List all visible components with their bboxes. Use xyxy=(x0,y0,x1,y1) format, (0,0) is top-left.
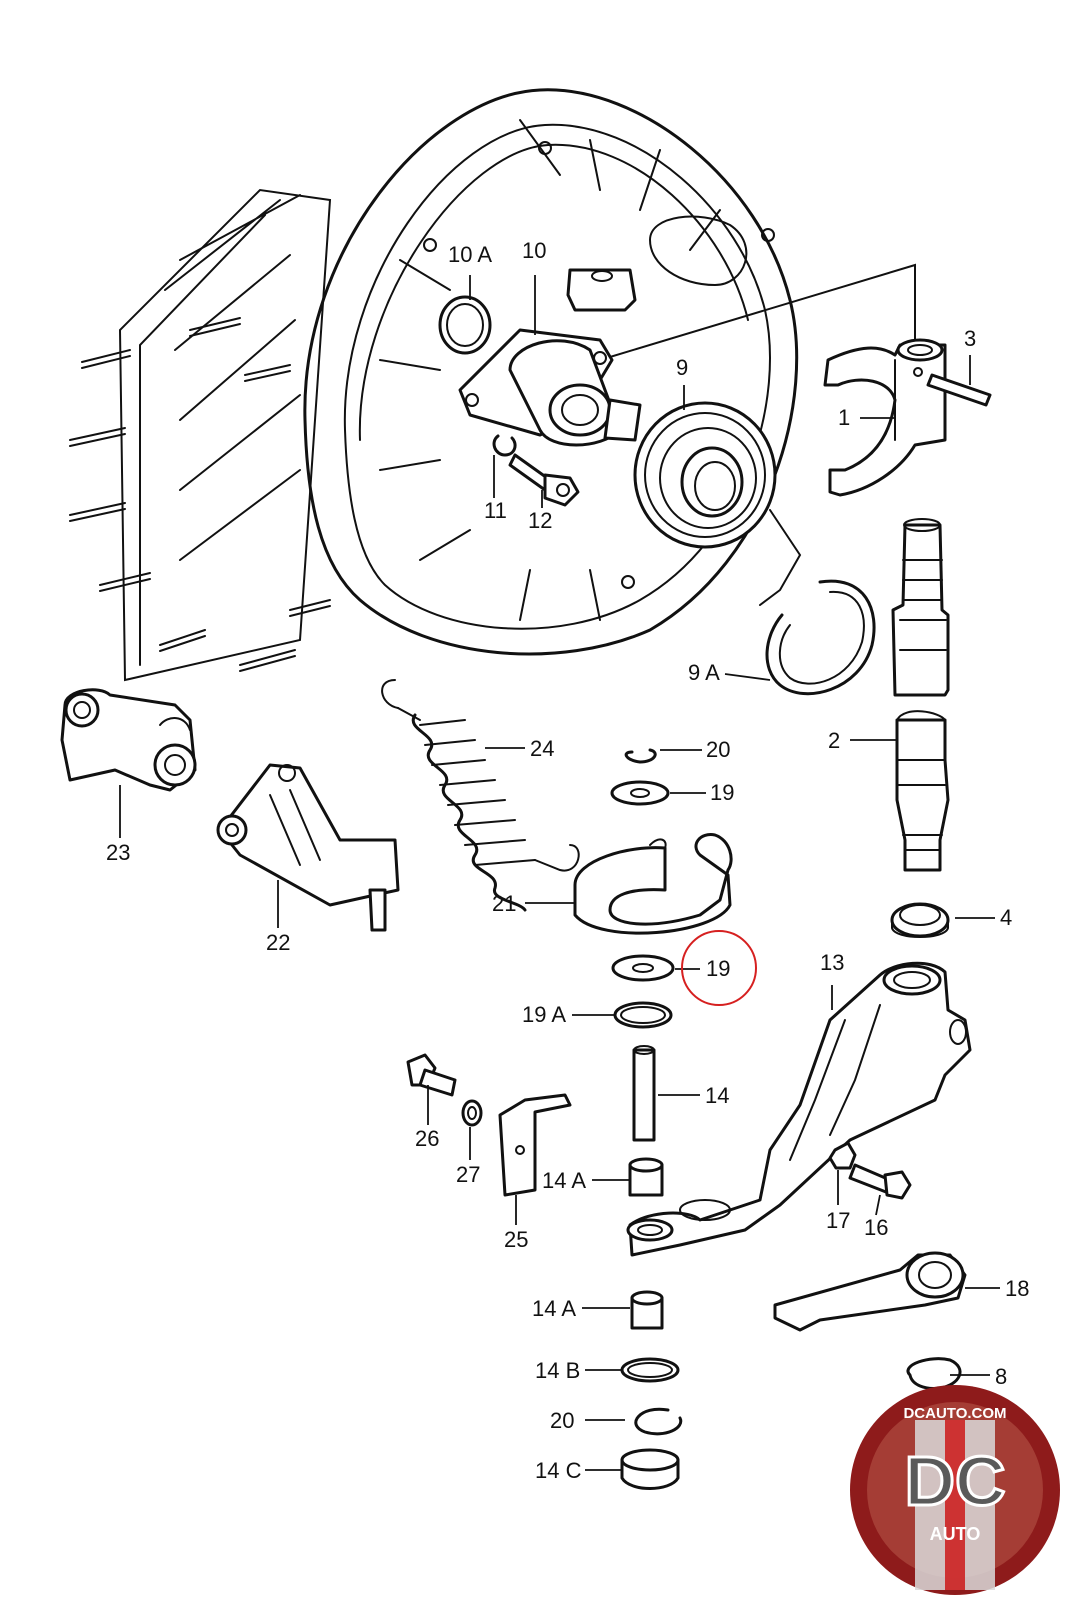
pin-3 xyxy=(926,373,992,407)
label-26: 26 xyxy=(415,1126,439,1151)
label-16: 16 xyxy=(864,1215,888,1240)
label-18: 18 xyxy=(1005,1276,1029,1301)
label-13: 13 xyxy=(820,950,844,975)
label-4: 4 xyxy=(1000,905,1012,930)
part-labels: 10 10 A 9 3 1 11 12 9 A 2 4 20 19 24 21 … xyxy=(106,238,1029,1483)
label-1: 1 xyxy=(838,405,850,430)
spring-plate-21 xyxy=(573,833,733,935)
sleeve-14c xyxy=(620,1448,680,1490)
lever-13 xyxy=(626,961,972,1257)
washer-19a xyxy=(610,780,670,806)
circlip-20a xyxy=(624,748,657,764)
pin-14 xyxy=(632,1045,656,1142)
logo-site-text: DCAUTO.COM xyxy=(903,1405,1006,1422)
guide-tube-10 xyxy=(458,328,642,447)
dcauto-logo: DCAUTO.COM DC AUTO xyxy=(850,1385,1060,1595)
label-9a: 9 A xyxy=(688,660,720,685)
clip-11 xyxy=(492,434,517,457)
label-20-upper: 20 xyxy=(706,737,730,762)
circlip-20b xyxy=(634,1407,683,1436)
label-23: 23 xyxy=(106,840,130,865)
lever-18 xyxy=(773,1251,967,1332)
label-14c: 14 C xyxy=(535,1458,582,1483)
circlip-8 xyxy=(906,1357,962,1390)
shaft-2 xyxy=(891,518,950,872)
label-3: 3 xyxy=(964,326,976,351)
label-21: 21 xyxy=(492,891,516,916)
bolt-12 xyxy=(508,453,580,507)
plate-25 xyxy=(498,1093,572,1197)
label-25: 25 xyxy=(504,1227,528,1252)
ring-19a xyxy=(613,1001,673,1029)
label-27: 27 xyxy=(456,1162,480,1187)
label-24: 24 xyxy=(530,736,554,761)
label-14b: 14 B xyxy=(535,1358,580,1383)
circlip-9a xyxy=(765,579,876,696)
washer-27 xyxy=(461,1099,483,1127)
label-19a: 19 A xyxy=(522,1002,566,1027)
ring-14b xyxy=(620,1357,680,1383)
release-bearing-9 xyxy=(633,401,777,549)
seal-4 xyxy=(890,902,950,938)
label-22: 22 xyxy=(266,930,290,955)
label-14: 14 xyxy=(705,1083,729,1108)
label-19-upper: 19 xyxy=(710,780,734,805)
logo-sub-text: AUTO xyxy=(930,1524,981,1544)
label-10a: 10 A xyxy=(448,242,492,267)
transmission-housing xyxy=(69,88,916,682)
release-fork-1 xyxy=(823,338,947,497)
bushing-14a-upper xyxy=(628,1157,664,1197)
label-14a-upper: 14 A xyxy=(542,1168,586,1193)
label-20-lower: 20 xyxy=(550,1408,574,1433)
label-17: 17 xyxy=(826,1208,850,1233)
leader-lines xyxy=(119,275,1000,1471)
label-14a-lower: 14 A xyxy=(532,1296,576,1321)
label-9: 9 xyxy=(676,355,688,380)
label-8: 8 xyxy=(995,1364,1007,1389)
bolt-16 xyxy=(848,1163,912,1200)
label-2: 2 xyxy=(828,728,840,753)
bracket-23 xyxy=(60,688,197,792)
bracket-22 xyxy=(216,763,400,932)
logo-monogram: DC xyxy=(904,1442,1005,1520)
spring-24 xyxy=(381,679,580,912)
bushing-14a-lower xyxy=(630,1290,664,1330)
label-19-highlighted: 19 xyxy=(706,956,730,981)
label-11: 11 xyxy=(484,498,507,523)
washer-19b xyxy=(611,954,675,982)
label-12: 12 xyxy=(528,508,552,533)
nut-17 xyxy=(828,1141,857,1170)
bolt-26 xyxy=(406,1053,457,1097)
highlight-circle xyxy=(681,930,757,1006)
label-10: 10 xyxy=(522,238,546,263)
